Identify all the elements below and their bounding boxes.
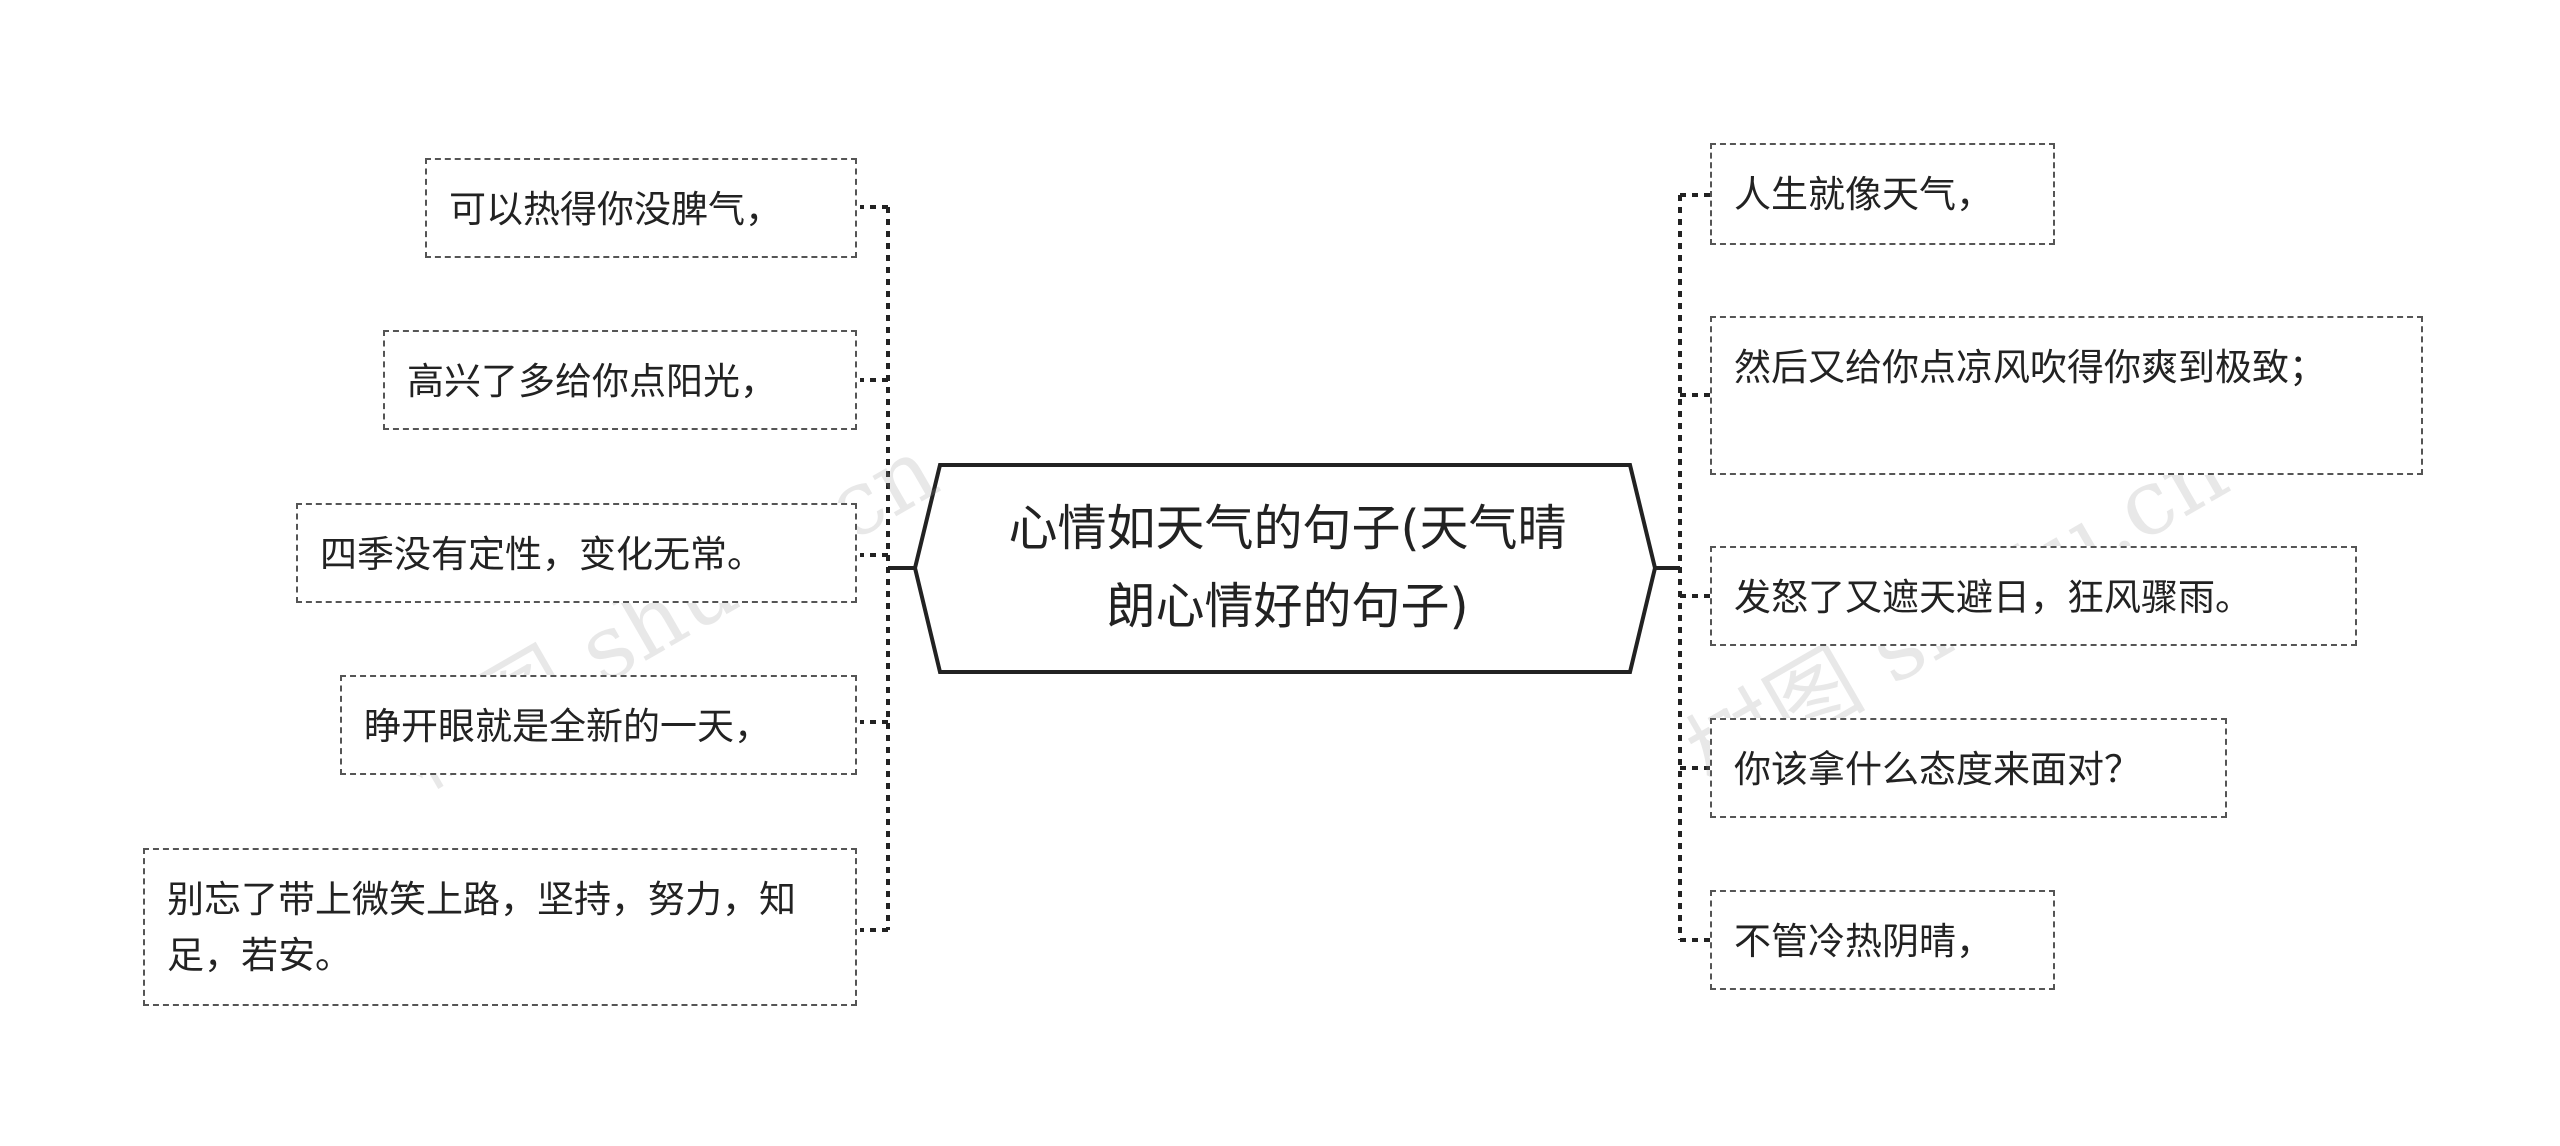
center-node-line-2: 朗心情好的句子) <box>1106 578 1469 635</box>
left-node-3[interactable]: 四季没有定性，变化无常。 <box>296 503 857 603</box>
left-node-4-text: 睁开眼就是全新的一天， <box>364 705 771 748</box>
center-node-line-1: 心情如天气的句子(天气晴 <box>1008 500 1567 557</box>
right-node-4-text: 你该拿什么态度来面对？ <box>1734 748 2141 791</box>
center-node[interactable]: 心情如天气的句子(天气晴 朗心情好的句子) <box>930 466 1645 670</box>
right-node-2-text: 然后又给你点凉风吹得你爽到极致； <box>1734 346 2326 389</box>
right-node-2[interactable]: 然后又给你点凉风吹得你爽到极致； <box>1710 316 2423 475</box>
left-node-5-text: 别忘了带上微笑上路，坚持，努力，知足，若安。 <box>167 878 796 977</box>
right-node-3[interactable]: 发怒了又遮天避日，狂风骤雨。 <box>1710 546 2357 646</box>
left-node-2[interactable]: 高兴了多给你点阳光， <box>383 330 857 430</box>
right-node-1-text: 人生就像天气， <box>1734 173 1993 216</box>
left-node-5[interactable]: 别忘了带上微笑上路，坚持，努力，知足，若安。 <box>143 848 857 1006</box>
left-node-2-text: 高兴了多给你点阳光， <box>407 360 777 403</box>
left-connectors <box>860 205 915 932</box>
right-node-3-text: 发怒了又遮天避日，狂风骤雨。 <box>1734 576 2252 619</box>
left-node-3-text: 四季没有定性，变化无常。 <box>320 533 764 576</box>
right-connectors <box>1655 193 1710 942</box>
left-node-4[interactable]: 睁开眼就是全新的一天， <box>340 675 857 775</box>
right-node-5[interactable]: 不管冷热阴晴， <box>1710 890 2055 990</box>
left-node-1-text: 可以热得你没脾气， <box>449 188 782 231</box>
left-node-1[interactable]: 可以热得你没脾气， <box>425 158 857 258</box>
right-node-1[interactable]: 人生就像天气， <box>1710 143 2055 245</box>
right-node-4[interactable]: 你该拿什么态度来面对？ <box>1710 718 2227 818</box>
right-node-5-text: 不管冷热阴晴， <box>1734 920 1993 963</box>
